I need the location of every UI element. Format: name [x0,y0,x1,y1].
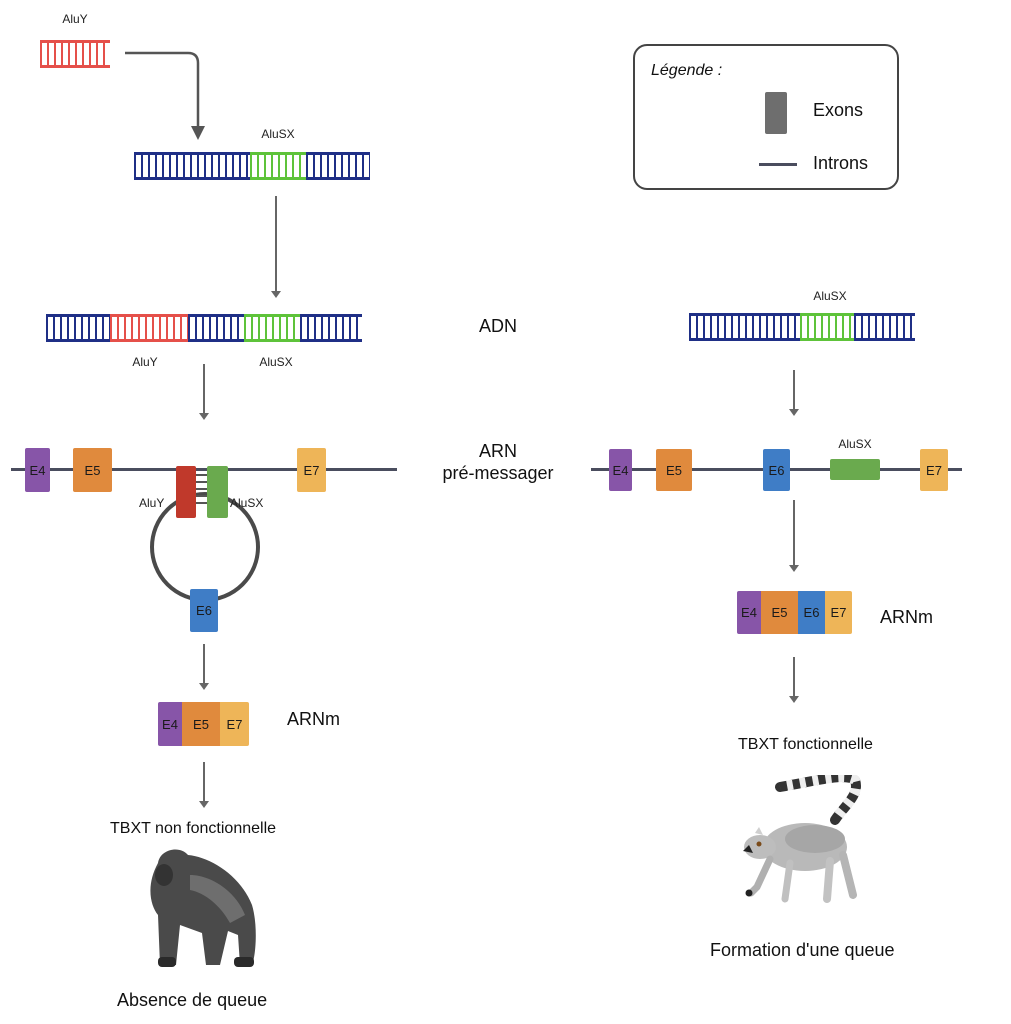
right-dna [689,313,915,341]
right-dna-alusx-label: AluSX [813,289,847,303]
down-arrow-icon [199,364,209,420]
alusx-segment [250,152,306,180]
legend-title: Légende : [651,62,723,79]
mrna-exon-e4: E4 [737,591,761,634]
left-exon-e7: E7 [297,448,326,492]
left-protein-label: TBXT non fonctionnelle [110,820,277,837]
dna-backbone-segment [134,152,250,180]
right-exon-e4: E4 [609,449,632,491]
dna-backbone-segment [188,314,244,342]
dna-alusx-label: AluSX [259,355,293,369]
mrna-exon-e5: E5 [182,702,220,746]
mrna-exon-e5: E5 [761,591,798,634]
right-rna-alusx-block [830,459,880,480]
aluy-dna-fragment [40,40,110,68]
mrna-exon-e7: E7 [825,591,852,634]
row-label-adn: ADN [478,316,517,336]
rna-aluy-block [176,466,196,518]
row-label-arnm-left: ARNm [287,709,340,729]
mrna-exon-e7: E7 [220,702,249,746]
dna-backbone-segment [46,314,110,342]
legend-box: Légende : Exons Introns [633,44,899,190]
aluy-segment [110,314,188,342]
left-exon-e4: E4 [25,448,50,492]
gorilla-illustration [150,849,256,967]
left-dna [46,314,362,342]
right-exon-e5: E5 [656,449,692,491]
legend-introns-label: Introns [813,153,869,173]
down-arrow-icon [271,196,281,298]
right-exon-e7: E7 [920,449,948,491]
exon-legend-icon [765,92,787,134]
alusx-segment [244,314,300,342]
left-intron-line [11,468,397,471]
aluy-insert-label: AluY [62,12,88,26]
mrna-exon-e4: E4 [158,702,182,746]
rna-alusx-label: AluSX [230,496,264,510]
alusx-segment [800,313,854,341]
dna-backbone-segment [689,313,800,341]
right-outcome-label: Formation d'une queue [710,940,895,960]
row-label-arn-line2: pré-messager [442,463,554,483]
insertion-arrow-icon [125,51,205,140]
mrna-exon-e6: E6 [798,591,825,634]
loop-exon-e6: E6 [190,589,218,632]
target-dna [134,152,370,180]
right-protein-label: TBXT fonctionnelle [738,736,873,753]
right-mrna: E4 E5 E6 E7 [737,591,852,634]
dna-backbone-segment [300,314,362,342]
down-arrow-icon [789,500,799,572]
lemur-illustration [743,775,861,903]
row-label-arn: ARN pré-messager [420,440,576,484]
dna-aluy-label: AluY [132,355,158,369]
dna-backbone-segment [306,152,370,180]
left-outcome-label: Absence de queue [117,990,268,1010]
row-label-arnm-right: ARNm [880,607,933,627]
rna-alusx-block [207,466,228,518]
intron-legend-icon [759,163,797,166]
rna-aluy-label: AluY [139,496,165,510]
right-rna-alusx-label: AluSX [838,437,872,451]
dna-backbone-segment [854,313,915,341]
down-arrow-icon [199,644,209,690]
left-exon-e5: E5 [73,448,112,492]
target-alusx-label: AluSX [261,127,295,141]
aluy-segment [40,40,110,68]
down-arrow-icon [789,370,799,416]
right-exon-e6: E6 [763,449,790,491]
left-mrna: E4 E5 E7 [158,702,249,746]
row-label-arn-line1: ARN [478,441,517,461]
legend-exons-label: Exons [813,100,864,120]
down-arrow-icon [789,657,799,703]
down-arrow-icon [199,762,209,808]
